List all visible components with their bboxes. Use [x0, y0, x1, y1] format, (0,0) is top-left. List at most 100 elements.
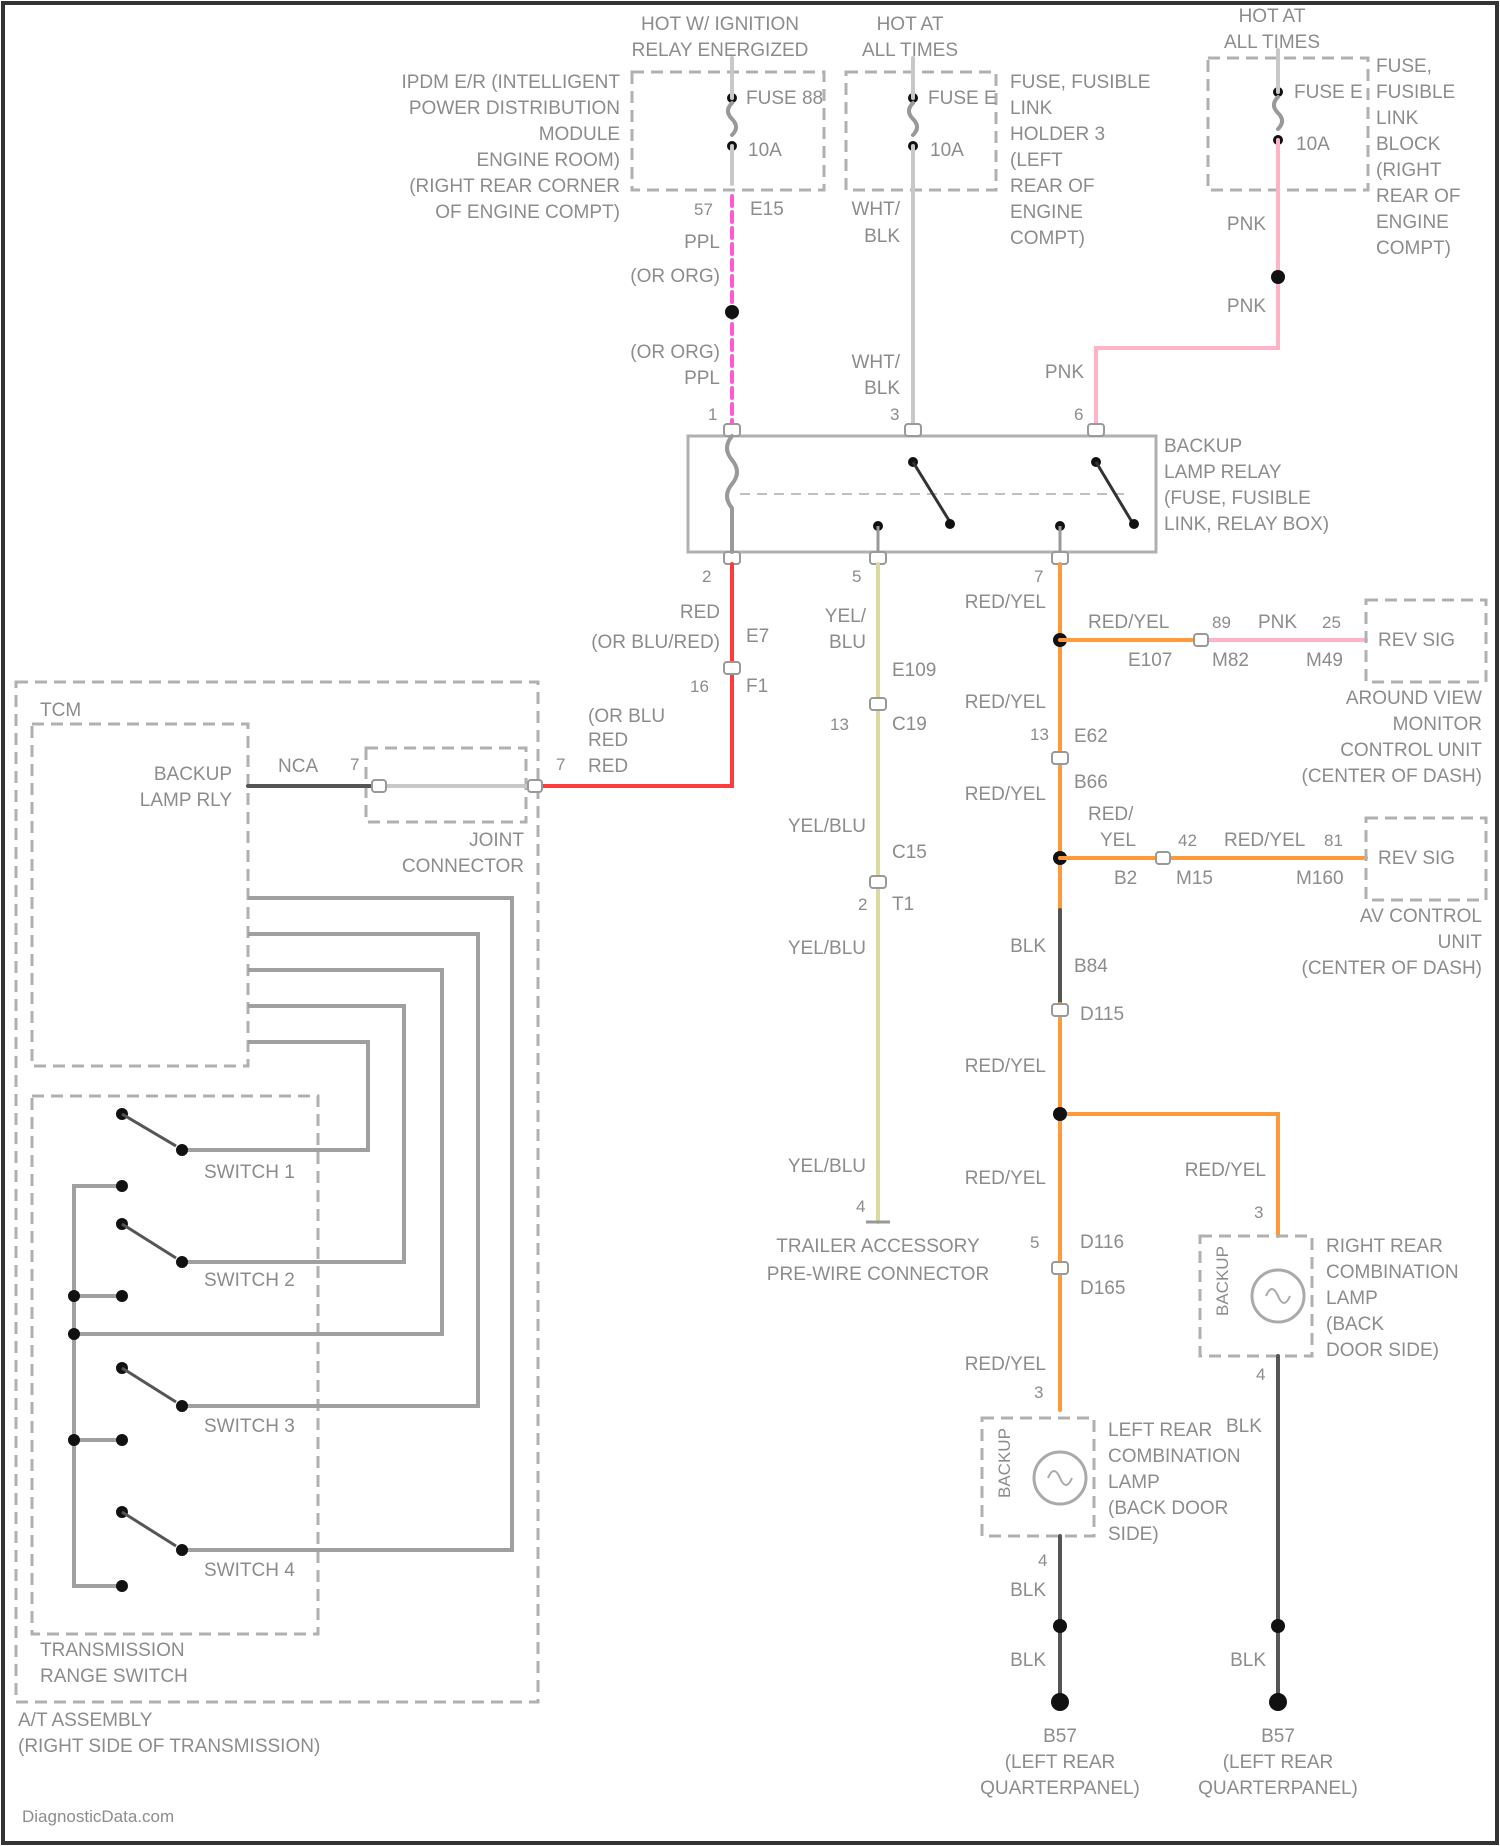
trailer-pin: 4 — [856, 1197, 865, 1216]
svg-text:FUSE,: FUSE, — [1376, 56, 1432, 77]
fuse-block-label: FUSE, FUSIBLE LINK BLOCK (RIGHT REAR OF … — [1376, 56, 1460, 259]
fuse-c-label: FUSE E — [1294, 82, 1363, 103]
pnk-label-c: PNK — [1045, 362, 1084, 383]
red-yel-label-4: RED/YEL — [965, 784, 1046, 805]
wht-blk-b-1: WHT/ — [851, 352, 900, 373]
blk-label-c: BLK — [1010, 1580, 1046, 1601]
e7-connector: E7 — [746, 626, 769, 647]
pnk-splice — [1271, 270, 1285, 284]
lr-backup-tag: BACKUP — [995, 1428, 1014, 1498]
trans-range-1: TRANSMISSION — [40, 1640, 185, 1661]
b2-connector: B2 — [1114, 868, 1137, 889]
ppl-label-b: PPL — [684, 368, 720, 389]
yel-blu-label-d: YEL/BLU — [788, 1156, 866, 1177]
yel-blu-a-1: YEL/ — [825, 606, 867, 627]
svg-text:CONTROL UNIT: CONTROL UNIT — [1340, 740, 1482, 761]
svg-text:IPDM E/R (INTELLIGENT: IPDM E/R (INTELLIGENT — [401, 72, 620, 93]
m82-connector: M82 — [1212, 650, 1249, 671]
d165-connector: D165 — [1080, 1278, 1125, 1299]
t1-pin: 2 — [858, 895, 867, 914]
svg-text:BLOCK: BLOCK — [1376, 134, 1441, 155]
svg-text:COMBINATION: COMBINATION — [1108, 1446, 1241, 1467]
svg-text:UNIT: UNIT — [1438, 932, 1483, 953]
blk-label-e: BLK — [1230, 1650, 1266, 1671]
svg-text:DOOR SIDE): DOOR SIDE) — [1326, 1340, 1439, 1361]
rr-pin-3: 3 — [1254, 1203, 1263, 1222]
relay-pin-6: 6 — [1074, 405, 1083, 424]
tcm-switch-wires — [74, 898, 512, 1550]
at-assembly-2: (RIGHT SIDE OF TRANSMISSION) — [18, 1736, 320, 1757]
trailer-label-1: TRAILER ACCESSORY — [776, 1236, 980, 1257]
fuse-link-block-box — [1208, 58, 1368, 190]
svg-text:ENGINE ROOM): ENGINE ROOM) — [476, 150, 620, 171]
svg-text:(RIGHT: (RIGHT — [1376, 160, 1442, 181]
nca-label: NCA — [278, 756, 318, 777]
pnk-wire — [1096, 140, 1278, 428]
svg-text:OF ENGINE COMPT): OF ENGINE COMPT) — [435, 202, 620, 223]
svg-text:LAMP: LAMP — [1108, 1472, 1160, 1493]
red-label-b: RED — [588, 730, 628, 751]
red-label-a: RED — [680, 602, 720, 623]
svg-text:ENGINE: ENGINE — [1376, 212, 1449, 233]
ground-2-icon — [1269, 1693, 1287, 1711]
c19-connector: C19 — [892, 714, 927, 735]
hot2-label-2: ALL TIMES — [1224, 32, 1320, 53]
svg-text:LINK, RELAY BOX): LINK, RELAY BOX) — [1164, 514, 1329, 535]
blk-label-d: BLK — [1010, 1650, 1046, 1671]
red-yel-label-3: RED/YEL — [965, 692, 1046, 713]
fuse-b-symbol — [908, 93, 918, 151]
e62-pin: 13 — [1030, 725, 1049, 744]
or-org-label-b: (OR ORG) — [630, 342, 720, 363]
svg-text:LAMP RELAY: LAMP RELAY — [1164, 462, 1282, 483]
svg-text:(CENTER OF DASH): (CENTER OF DASH) — [1302, 766, 1483, 787]
ppl-splice — [725, 305, 739, 319]
svg-text:(LEFT REAR: (LEFT REAR — [1005, 1752, 1116, 1773]
svg-text:MONITOR: MONITOR — [1393, 714, 1482, 735]
svg-text:(CENTER OF DASH): (CENTER OF DASH) — [1302, 958, 1483, 979]
switch-2-symbol — [116, 1180, 188, 1302]
switch-4-label: SWITCH 4 — [204, 1560, 295, 1581]
svg-text:(LEFT: (LEFT — [1010, 150, 1063, 171]
switch-2-label: SWITCH 2 — [204, 1270, 295, 1291]
switch-common-bus — [74, 1186, 122, 1586]
m49-pin: 25 — [1322, 613, 1341, 632]
svg-text:B57: B57 — [1043, 1726, 1077, 1747]
bus-splice-1 — [68, 1290, 80, 1302]
at-assembly-1: A/T ASSEMBLY — [18, 1710, 153, 1731]
or-org-label-a: (OR ORG) — [630, 266, 720, 287]
c15-plug — [870, 876, 886, 888]
fuse-holder-label: FUSE, FUSIBLE LINK HOLDER 3 (LEFT REAR O… — [1010, 72, 1150, 249]
wht-blk-b-2: BLK — [864, 378, 900, 399]
b84-connector: B84 — [1074, 956, 1108, 977]
red-yel-label-10: RED/YEL — [965, 1354, 1046, 1375]
m160-connector: M160 — [1296, 868, 1344, 889]
fuse-c-symbol — [1273, 87, 1283, 145]
rev-sig-1: REV SIG — [1378, 630, 1455, 651]
c19-pin: 13 — [830, 715, 849, 734]
wht-blk-a-1: WHT/ — [851, 199, 900, 220]
red-wire — [540, 564, 732, 786]
rev-sig-2: REV SIG — [1378, 848, 1455, 869]
d116-pin: 5 — [1030, 1233, 1039, 1252]
or-blu-label: (OR BLU — [588, 706, 665, 727]
lr-ground-splice — [1053, 1619, 1067, 1633]
ipdm-label: IPDM E/R (INTELLIGENT POWER DISTRIBUTION… — [401, 72, 620, 223]
svg-text:LINK: LINK — [1010, 98, 1053, 119]
around-view-label: AROUND VIEW MONITOR CONTROL UNIT (CENTER… — [1302, 688, 1483, 787]
hot2-label-1: HOT AT — [1239, 6, 1306, 27]
relay-pin-2: 2 — [702, 567, 711, 586]
svg-text:RIGHT REAR: RIGHT REAR — [1326, 1236, 1443, 1257]
hot1-label-2: ALL TIMES — [862, 40, 958, 61]
switch-1-symbol — [116, 1108, 188, 1156]
ign-label-1: HOT W/ IGNITION — [641, 14, 799, 35]
e62-connector: E62 — [1074, 726, 1108, 747]
lr-pin-3: 3 — [1034, 1383, 1043, 1402]
svg-text:LAMP: LAMP — [1326, 1288, 1378, 1309]
rr-pin-4: 4 — [1256, 1365, 1265, 1384]
red-label-c: RED — [588, 756, 628, 777]
red-yel-5-2: YEL — [1100, 830, 1136, 851]
yel-blu-label-b: YEL/BLU — [788, 816, 866, 837]
fuse-a-amp: 10A — [748, 140, 782, 161]
red-yel-label-9: RED/YEL — [1185, 1160, 1266, 1181]
